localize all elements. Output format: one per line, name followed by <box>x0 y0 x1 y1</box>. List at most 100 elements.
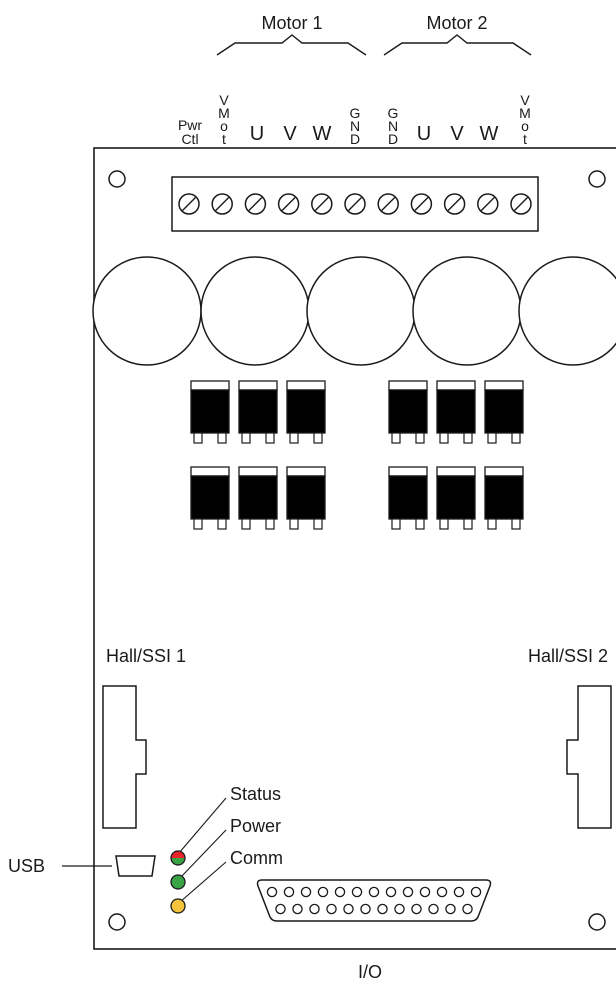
io-pin <box>326 903 337 915</box>
terminal-label-u-2: U <box>417 123 431 145</box>
terminal-screw <box>277 193 300 215</box>
mosfet <box>484 466 524 530</box>
status-led-outline <box>170 850 186 866</box>
capacitor <box>306 256 416 366</box>
mosfet <box>190 466 230 530</box>
io-pin <box>462 903 473 915</box>
motor-2-label: Motor 2 <box>426 13 487 33</box>
io-pin <box>360 903 371 915</box>
io-pin <box>368 886 380 898</box>
terminal-screw <box>344 193 366 215</box>
io-pin <box>453 886 465 898</box>
motor-1-label: Motor 1 <box>261 13 322 33</box>
terminal-screw <box>311 193 333 215</box>
mosfet <box>388 466 428 530</box>
usb-port <box>115 855 156 877</box>
io-pin <box>317 886 329 898</box>
io-pin <box>334 886 346 898</box>
terminal-label-gnd-1: G <box>350 105 361 121</box>
mosfet <box>190 380 230 444</box>
terminal-screw <box>410 193 433 215</box>
terminal-label-gnd-1: D <box>350 131 360 147</box>
terminal-label-vmot-1: o <box>220 118 228 134</box>
terminal-label-pwr-ctl: Pwr <box>178 117 202 133</box>
capacitor <box>92 256 202 366</box>
io-pin <box>385 886 397 898</box>
terminal-label-v-2: V <box>450 123 464 145</box>
terminal-label-u-1: U <box>250 123 264 145</box>
terminal-screw <box>178 193 200 215</box>
mounting-hole-top-left <box>108 170 126 188</box>
mosfet <box>436 380 476 444</box>
hall-ssi-1-label: Hall/SSI 1 <box>106 646 186 666</box>
terminal-screw <box>377 193 399 215</box>
status-led-green-half <box>171 858 185 865</box>
io-pin <box>411 903 422 915</box>
io-pin <box>309 903 320 915</box>
hall-ssi-1-connector <box>102 685 147 829</box>
io-pin <box>266 886 278 898</box>
terminal-screws <box>178 193 532 215</box>
status-led-label: Status <box>230 784 281 804</box>
terminal-screw <box>211 193 233 215</box>
status-led <box>170 850 186 866</box>
terminal-screw <box>510 193 532 215</box>
terminal-label-vmot-2: o <box>521 118 529 134</box>
io-pin <box>402 886 414 898</box>
capacitor <box>412 256 522 366</box>
io-pin <box>351 886 363 898</box>
terminal-screw <box>443 193 466 215</box>
io-connector-pins <box>266 886 482 915</box>
io-pin <box>275 903 286 915</box>
terminal-screw <box>477 193 499 215</box>
terminal-label-gnd-2: G <box>388 105 399 121</box>
terminal-label-gnd-2: D <box>388 131 398 147</box>
mosfet <box>238 380 278 444</box>
mounting-hole-bottom-right <box>588 913 606 931</box>
mosfet <box>286 380 326 444</box>
capacitors <box>92 256 616 366</box>
motor-2-brace <box>383 34 532 56</box>
comm-led-label: Comm <box>230 848 283 868</box>
io-pin <box>394 903 405 915</box>
mounting-hole-top-right <box>588 170 606 188</box>
terminal-label-vmot-1: t <box>222 131 226 147</box>
terminal-label-gnd-2: N <box>388 118 398 134</box>
io-pin <box>377 903 388 915</box>
terminal-label-vmot-2: t <box>523 131 527 147</box>
io-pin <box>292 903 303 915</box>
io-dsub-connector <box>256 879 492 922</box>
usb-label: USB <box>8 856 45 876</box>
power-led-leader <box>179 829 227 879</box>
io-pin <box>428 903 439 915</box>
io-pin <box>445 903 456 915</box>
capacitor <box>200 256 310 366</box>
terminal-label-w-2: W <box>480 123 499 145</box>
terminal-label-gnd-1: N <box>350 118 360 134</box>
terminal-label-vmot-1: V <box>219 92 229 108</box>
mosfet <box>238 466 278 530</box>
terminal-label-vmot-2: M <box>519 105 531 121</box>
mosfets <box>190 380 524 530</box>
terminal-label-v-1: V <box>283 123 297 145</box>
io-pin <box>300 886 312 898</box>
capacitor <box>518 256 616 366</box>
status-led-red-half <box>171 851 185 858</box>
power-led <box>170 874 186 890</box>
mosfet <box>286 466 326 530</box>
mosfet <box>436 466 476 530</box>
mosfet <box>388 380 428 444</box>
motor-1-brace <box>216 34 367 56</box>
comm-led <box>170 898 186 914</box>
terminal-label-vmot-1: M <box>218 105 230 121</box>
mounting-hole-bottom-left <box>108 913 126 931</box>
hall-ssi-2-label: Hall/SSI 2 <box>528 646 608 666</box>
io-pin <box>419 886 431 898</box>
power-led-label: Power <box>230 816 281 836</box>
terminal-label-pwr-ctl: Ctl <box>181 131 198 147</box>
terminal-screw <box>244 193 267 215</box>
io-pin <box>283 886 295 898</box>
io-label: I/O <box>358 962 382 982</box>
mosfet <box>484 380 524 444</box>
